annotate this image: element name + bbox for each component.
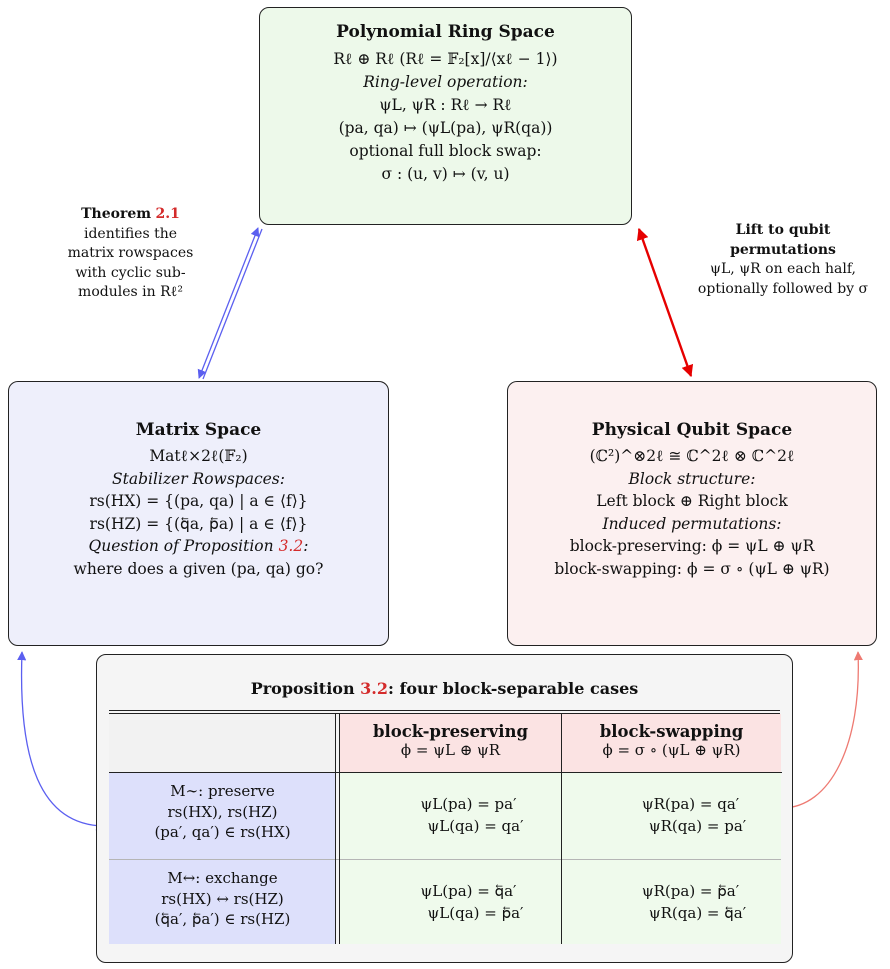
theorem-double-arrow: [197, 227, 263, 380]
proposition-title-ref[interactable]: 3.2: [360, 679, 388, 698]
question-suffix: :: [303, 537, 309, 555]
exchange-preserving-eq2: ψL(qa) = p⃖a′: [427, 904, 524, 922]
row-preserve-label-cell: M∼: preserve rs(HX), rs(HZ) (pa′, qa′) ∈…: [109, 773, 336, 859]
cell-exchange-swapping: ψR(pa) = p⃖a′ ψR(qa) = q⃖a′: [562, 860, 781, 944]
vertical-rule-1: [335, 714, 336, 944]
row-preserve-line2: rs(HX), rs(HZ): [167, 802, 278, 821]
matrix-space-box: Matrix Space Matℓ×2ℓ(𝔽₂) Stabilizer Rows…: [8, 381, 389, 646]
induced-permutations-heading: Induced permutations:: [602, 514, 782, 533]
col-header-preserving: block-preserving ϕ = ψL ⊕ ψR: [340, 714, 561, 772]
preserve-preserving-eq1: ψL(pa) = pa′: [420, 795, 517, 813]
proposition-title-suffix: : four block-separable cases: [387, 679, 639, 698]
block-structure: Left block ⊕ Right block: [596, 492, 788, 510]
row-exchange-line2: rs(HX) ↔ rs(HZ): [161, 889, 284, 908]
ring-definition: Rℓ ⊕ Rℓ (Rℓ = 𝔽₂[x]/⟨xℓ − 1⟩): [333, 50, 558, 68]
cell-preserve-swapping: ψR(pa) = qa′ ψR(qa) = pa′: [562, 773, 781, 859]
vertical-rule-3: [561, 714, 562, 944]
preserve-swapping-eq1: ψR(pa) = qa′: [641, 795, 740, 813]
physical-qubit-box: Physical Qubit Space (ℂ²)^⊗2ℓ ≅ ℂ^2ℓ ⊗ ℂ…: [507, 381, 877, 646]
row-divider: [109, 859, 781, 860]
polynomial-ring-box: Polynomial Ring Space Rℓ ⊕ Rℓ (Rℓ = 𝔽₂[x…: [259, 7, 632, 225]
lift-annotation: Lift to qubit permutations ψL, ψR on eac…: [678, 221, 888, 299]
row-exchange-line3: (q⃖a′, p⃖a′) ∈ rs(HZ): [154, 910, 291, 928]
proposition-ref[interactable]: 3.2: [278, 537, 304, 555]
block-swapping-formula: block-swapping: ϕ = σ ∘ (ψL ⊕ ψR): [554, 559, 830, 578]
question-prefix: Question of Proposition: [88, 537, 279, 555]
vertical-rule-2: [339, 714, 340, 944]
rowspace-hx: rs(HX) = {(pa, qa) | a ∈ ⟨f⟩}: [89, 492, 308, 510]
block-swap-map: σ : (u, v) ↦ (v, u): [381, 165, 510, 183]
rowspaces-heading: Stabilizer Rowspaces:: [112, 469, 285, 488]
matrix-to-table-arrow: [17, 651, 105, 831]
ring-maps: ψL, ψR : Rℓ → Rℓ: [379, 96, 512, 114]
theorem-text-3: with cyclic sub-: [75, 264, 186, 281]
physical-to-table-arrow: [781, 651, 863, 813]
col-header-swapping: block-swapping ϕ = σ ∘ (ψL ⊕ ψR): [562, 714, 781, 772]
theorem-label: Theorem: [81, 206, 152, 222]
col-swapping-label: block-swapping: [599, 722, 744, 741]
proposition-question: Question of Proposition 3.2:: [9, 535, 388, 558]
lift-text-1: ψL, ψR on each half,: [710, 261, 856, 277]
hilbert-space: (ℂ²)^⊗2ℓ ≅ ℂ^2ℓ ⊗ ℂ^2ℓ: [589, 447, 795, 465]
header-bottom-rule: [109, 772, 782, 773]
row-preserve-line3: (pa′, qa′) ∈ rs(HX): [154, 823, 291, 841]
polynomial-ring-title: Polynomial Ring Space: [336, 22, 555, 42]
exchange-swapping-eq1: ψR(pa) = p⃖a′: [641, 882, 740, 900]
exchange-preserving-eq1: ψL(pa) = q⃖a′: [420, 882, 517, 900]
cell-preserve-preserving: ψL(pa) = pa′ ψL(qa) = qa′: [340, 773, 561, 859]
block-preserving-formula: block-preserving: ϕ = ψL ⊕ ψR: [569, 537, 815, 555]
table-corner-cell: [109, 714, 336, 772]
matrix-definition: Matℓ×2ℓ(𝔽₂): [149, 447, 248, 465]
question-text: where does a given (pa, qa) go?: [73, 559, 324, 578]
theorem-text-4: modules in Rℓ²: [78, 284, 183, 300]
rowspace-hz: rs(HZ) = {(q⃖a, p⃖a) | a ∈ ⟨f⟩}: [89, 514, 308, 533]
col-preserving-formula: ϕ = ψL ⊕ ψR: [400, 741, 501, 759]
ring-operation-heading: Ring-level operation:: [363, 73, 528, 91]
col-preserving-label: block-preserving: [372, 722, 529, 741]
table-top-rule-2: [109, 713, 780, 714]
theorem-ref[interactable]: 2.1: [155, 206, 180, 222]
lift-text-2: optionally followed by σ: [697, 280, 869, 297]
col-swapping-formula: ϕ = σ ∘ (ψL ⊕ ψR): [602, 741, 741, 759]
proposition-title-prefix: Proposition: [250, 679, 361, 698]
ring-action: (pa, qa) ↦ (ψL(pa), ψR(qa)): [338, 119, 553, 137]
row-exchange-label-cell: M↔: exchange rs(HX) ↔ rs(HZ) (q⃖a′, p⃖a′…: [109, 860, 336, 944]
preserve-swapping-eq2: ψR(qa) = pa′: [648, 817, 747, 835]
cell-exchange-preserving: ψL(pa) = q⃖a′ ψL(qa) = p⃖a′: [340, 860, 561, 944]
exchange-swapping-eq2: ψR(qa) = q⃖a′: [648, 904, 747, 922]
lift-arrow: [636, 227, 694, 378]
theorem-text-2: matrix rowspaces: [67, 245, 194, 261]
physical-qubit-title: Physical Qubit Space: [591, 420, 793, 440]
block-swap-heading: optional full block swap:: [349, 142, 542, 160]
proposition-title: Proposition 3.2: four block-separable ca…: [97, 679, 792, 698]
matrix-space-title: Matrix Space: [135, 420, 262, 440]
theorem-annotation: Theorem 2.1 identifies the matrix rowspa…: [38, 205, 223, 303]
row-exchange-label: M↔: exchange: [167, 869, 278, 887]
block-structure-heading: Block structure:: [628, 469, 756, 488]
table-top-rule-1: [109, 710, 780, 711]
lift-title-2: permutations: [730, 241, 836, 258]
theorem-text-1: identifies the: [83, 225, 178, 242]
row-preserve-label: M∼: preserve: [170, 782, 275, 800]
lift-title-1: Lift to qubit: [735, 222, 831, 238]
proposition-box: Proposition 3.2: four block-separable ca…: [96, 654, 793, 963]
preserve-preserving-eq2: ψL(qa) = qa′: [427, 817, 524, 835]
